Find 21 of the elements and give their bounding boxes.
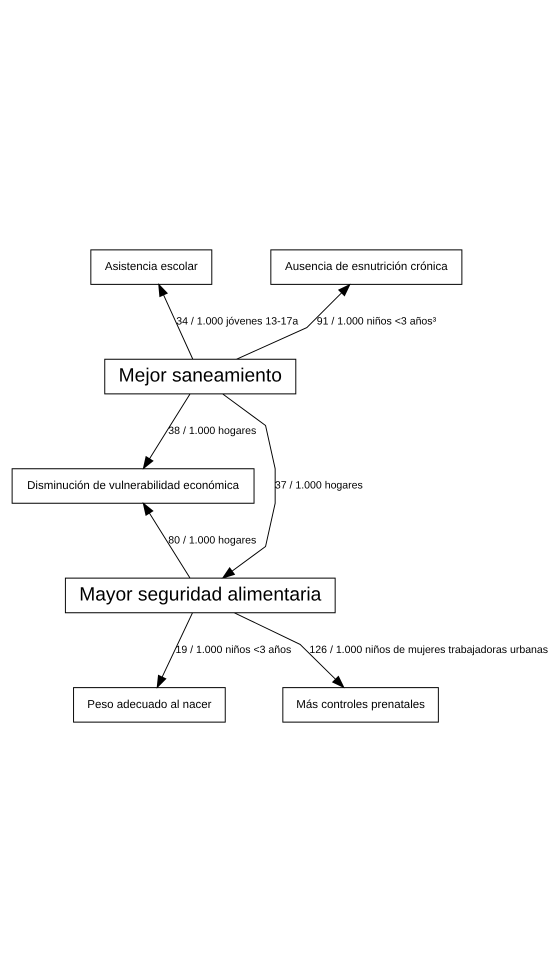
edge-label: 37 / 1.000 hogares xyxy=(274,479,363,492)
arrow xyxy=(234,612,345,688)
node-box: Disminución de vulnerabilidad económica xyxy=(12,468,255,504)
node-box: Asistencia escolar xyxy=(90,248,212,284)
arrow xyxy=(158,282,194,360)
node-box: Peso adecuado al nacer xyxy=(73,686,226,722)
edge-label: 80 / 1.000 hogares xyxy=(168,534,256,546)
edge-label: 38 / 1.000 hogares xyxy=(168,424,256,436)
edge-label: 91 / 1.000 niños <3 años³ xyxy=(316,315,436,328)
node-box: Mejor saneamiento xyxy=(104,358,296,394)
arrow xyxy=(142,502,190,578)
arrow xyxy=(222,393,276,578)
edge-label: 126 / 1.000 niños de mujeres trabajadoras urbanas xyxy=(309,643,548,656)
node-box: Más controles prenatales xyxy=(282,686,439,722)
arrow xyxy=(236,283,351,360)
node-box: Mayor seguridad alimentaria xyxy=(64,577,336,613)
arrow xyxy=(142,392,191,470)
node-box: Ausencia de esnutrición crónica xyxy=(270,248,462,284)
edge-label: 34 / 1.000 jóvenes 13-17a xyxy=(176,315,298,328)
arrow xyxy=(156,612,194,688)
edge-label: 19 / 1.000 niños <3 años xyxy=(175,643,292,656)
